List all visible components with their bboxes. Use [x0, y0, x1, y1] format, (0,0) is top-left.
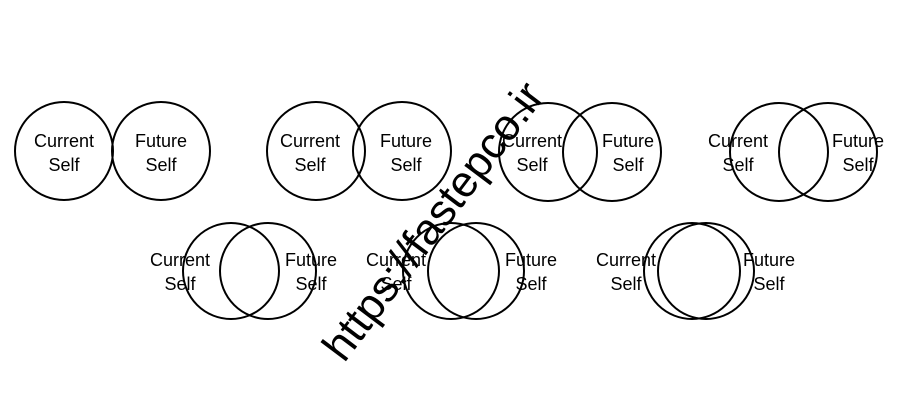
- future-self-label: Self: [842, 155, 874, 175]
- current-self-label: Self: [48, 155, 80, 175]
- watermark-text: https://fastepco.ir: [313, 73, 554, 370]
- current-self-label: Self: [164, 274, 196, 294]
- current-self-circle: [729, 102, 829, 202]
- pair-6: Current Self Future Self: [366, 222, 557, 320]
- current-self-label: Current: [708, 131, 768, 151]
- pair-4: Current Self Future Self: [708, 102, 884, 202]
- future-self-label: Future: [285, 250, 337, 270]
- current-self-circle: [498, 102, 598, 202]
- future-self-circle: [562, 102, 662, 202]
- current-self-label: Self: [516, 155, 548, 175]
- future-self-label: Self: [295, 274, 327, 294]
- future-self-circle: [657, 222, 755, 320]
- current-self-label: Self: [610, 274, 642, 294]
- future-self-circle: [219, 222, 317, 320]
- future-self-label: Future: [135, 131, 187, 151]
- future-self-label: Future: [743, 250, 795, 270]
- future-self-circle: [427, 222, 525, 320]
- current-self-label: Self: [294, 155, 326, 175]
- current-self-circle: [643, 222, 741, 320]
- current-self-circle: [14, 101, 114, 201]
- future-self-circle: [352, 101, 452, 201]
- current-self-label: Self: [380, 274, 412, 294]
- current-self-circle: [182, 222, 280, 320]
- future-self-label: Future: [505, 250, 557, 270]
- pair-3: Current Self Future Self: [498, 102, 662, 202]
- future-self-label: Future: [832, 131, 884, 151]
- current-self-label: Current: [34, 131, 94, 151]
- pair-5: Current Self Future Self: [150, 222, 337, 320]
- future-self-label: Self: [145, 155, 177, 175]
- future-self-label: Self: [390, 155, 422, 175]
- current-self-label: Self: [722, 155, 754, 175]
- current-self-label: Current: [150, 250, 210, 270]
- current-self-label: Current: [596, 250, 656, 270]
- future-self-label: Self: [753, 274, 785, 294]
- future-self-label: Future: [380, 131, 432, 151]
- current-self-label: Current: [366, 250, 426, 270]
- future-self-label: Self: [515, 274, 547, 294]
- future-self-circle: [778, 102, 878, 202]
- pair-1: Current Self Future Self: [14, 101, 211, 201]
- future-self-circle: [111, 101, 211, 201]
- future-self-label: Self: [612, 155, 644, 175]
- current-self-circle: [266, 101, 366, 201]
- current-self-circle: [402, 222, 500, 320]
- pair-7: Current Self Future Self: [596, 222, 795, 320]
- pair-2: Current Self Future Self: [266, 101, 452, 201]
- current-self-label: Current: [280, 131, 340, 151]
- current-self-label: Current: [502, 131, 562, 151]
- future-self-label: Future: [602, 131, 654, 151]
